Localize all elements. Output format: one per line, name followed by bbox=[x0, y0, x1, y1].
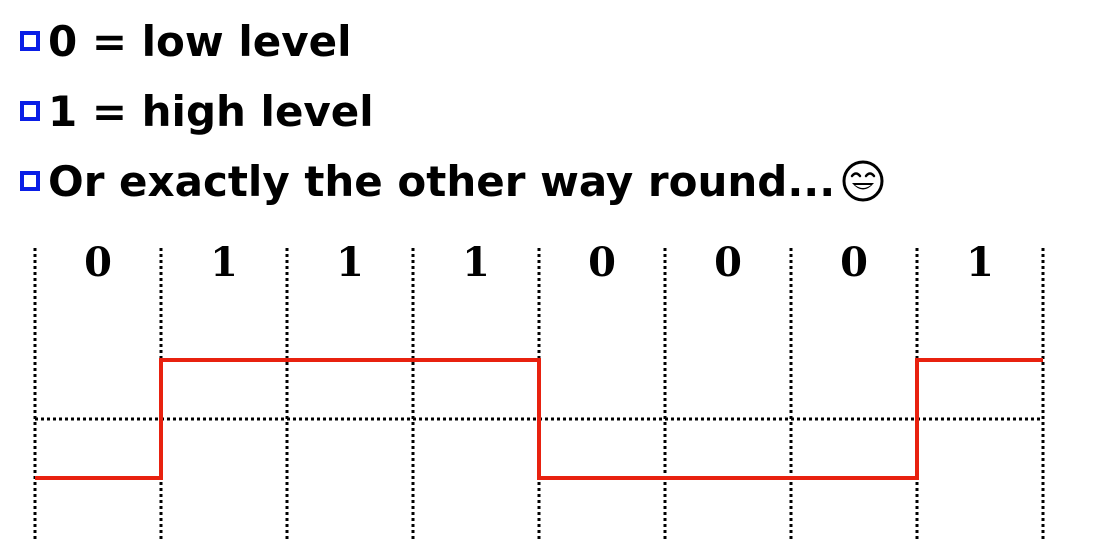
bit-label: 0 bbox=[84, 239, 112, 286]
bit-label: 1 bbox=[210, 239, 238, 286]
bullet-high-level: 1 = high level bbox=[20, 76, 885, 146]
bit-label: 0 bbox=[714, 239, 742, 286]
bullet-other-way: Or exactly the other way round... bbox=[20, 146, 885, 216]
bit-label: 0 bbox=[588, 239, 616, 286]
bullet-list: 0 = low level 1 = high level Or exactly … bbox=[20, 6, 885, 216]
bullet-text: 0 = low level bbox=[48, 16, 352, 66]
bit-label: 1 bbox=[966, 239, 994, 286]
bit-label: 1 bbox=[336, 239, 364, 286]
bullet-square-icon bbox=[20, 31, 40, 51]
bit-label: 0 bbox=[840, 239, 868, 286]
bullet-square-icon bbox=[20, 101, 40, 121]
bullet-low-level: 0 = low level bbox=[20, 6, 885, 76]
bit-label: 1 bbox=[462, 239, 490, 286]
grinning-smiley-icon bbox=[842, 160, 884, 202]
bullet-square-icon bbox=[20, 171, 40, 191]
bullet-text: Or exactly the other way round... bbox=[48, 156, 836, 206]
bullet-text: 1 = high level bbox=[48, 86, 374, 136]
signal-waveform bbox=[35, 358, 1043, 480]
